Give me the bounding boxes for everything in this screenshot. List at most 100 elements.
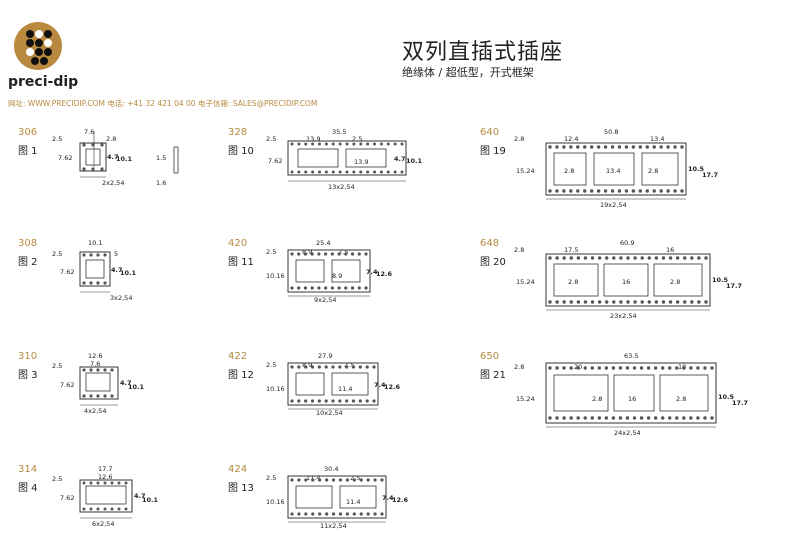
dim-mid: 12.6 bbox=[98, 473, 112, 481]
pin-hole bbox=[683, 300, 687, 304]
pin-hole bbox=[337, 252, 341, 256]
pin-hole bbox=[675, 300, 680, 304]
pin-hole bbox=[597, 416, 602, 420]
product-code: 640 bbox=[480, 127, 500, 138]
dim-h1: 7.4 bbox=[366, 268, 378, 276]
pin-hole bbox=[304, 399, 308, 403]
dim-row: 7.62 bbox=[60, 494, 74, 502]
pin-hole bbox=[612, 256, 616, 260]
pin-hole bbox=[311, 142, 315, 146]
pin-hole bbox=[303, 252, 308, 256]
pin-hole bbox=[548, 300, 552, 304]
dim-left: 2.5 bbox=[52, 475, 62, 483]
pin-hole bbox=[297, 252, 301, 256]
pin-hole bbox=[310, 286, 314, 290]
dim-h2: 12.6 bbox=[384, 383, 401, 391]
pin-hole bbox=[365, 399, 369, 403]
pin-hole bbox=[331, 512, 336, 516]
pin-hole bbox=[703, 416, 707, 420]
pin-hole bbox=[661, 300, 666, 304]
dim-b: 18 bbox=[678, 363, 686, 371]
dim-top: 7.6 bbox=[84, 128, 94, 136]
pin-hole bbox=[619, 300, 623, 304]
pin-hole bbox=[639, 416, 644, 420]
pin-hole bbox=[357, 286, 361, 290]
pin-hole bbox=[548, 256, 552, 260]
pin-hole bbox=[624, 189, 629, 193]
pin-hole bbox=[562, 300, 566, 304]
pin-hole bbox=[324, 399, 328, 403]
pin-hole bbox=[661, 256, 666, 260]
dim-pitch: 23x2,54 bbox=[610, 312, 637, 320]
dim-top: 12.6 bbox=[88, 352, 102, 360]
pin-hole bbox=[710, 416, 714, 420]
pin-hole bbox=[638, 189, 643, 193]
pin-hole bbox=[666, 145, 670, 149]
pin-hole bbox=[703, 366, 707, 370]
dim-h1: 4.7 bbox=[111, 266, 123, 274]
drawing-424: 30.4 2.5 11.4 2.5 10.16 11.4 7.4 12.6 11… bbox=[266, 465, 409, 530]
dim-mid: 8.9 bbox=[302, 248, 312, 256]
pin-hole bbox=[675, 416, 679, 420]
socket-648: 648 图 20 60.9 2.8 17.5 16 15.24 2.8 16 2… bbox=[480, 238, 780, 323]
pin-hole bbox=[569, 189, 573, 193]
pin-hole bbox=[690, 300, 694, 304]
dim-left: 2.5 bbox=[266, 135, 276, 143]
dim-h2: 17.7 bbox=[726, 282, 742, 290]
dim-top: 60.9 bbox=[620, 239, 634, 247]
pin-hole bbox=[673, 145, 677, 149]
dim-pitch: 6x2,54 bbox=[92, 520, 114, 528]
dim-pitch: 10x2,54 bbox=[316, 409, 343, 417]
pin-hole bbox=[393, 142, 397, 146]
pin-hole bbox=[680, 145, 684, 149]
figure-label: 图 13 bbox=[228, 483, 254, 494]
pin-hole bbox=[366, 478, 370, 482]
dim-h1: 4.7 bbox=[120, 379, 132, 387]
pin-hole bbox=[330, 252, 334, 256]
figure-label: 图 19 bbox=[480, 146, 506, 157]
pin-hole bbox=[696, 416, 700, 420]
socket-422: 422 图 12 27.9 2.5 8.9 2.5 10.16 11.4 7.4… bbox=[228, 351, 428, 421]
drawing-420: 25.4 2.5 8.9 2.5 10.16 8.9 7.4 12.6 9x2,… bbox=[266, 239, 393, 304]
dim-pitch: 11x2,54 bbox=[320, 522, 347, 530]
pin-hole bbox=[555, 366, 559, 370]
dim-h2: 10.1 bbox=[406, 157, 423, 165]
pin-hole bbox=[704, 256, 708, 260]
product-code: 328 bbox=[228, 127, 248, 138]
figure-label: 图 2 bbox=[18, 257, 38, 268]
pin-hole bbox=[372, 365, 376, 369]
socket-328: 328 图 10 35.5 2.5 13.9 2.5 7.62 13.9 4.7… bbox=[228, 127, 428, 197]
pin-hole bbox=[619, 256, 623, 260]
pin-hole bbox=[589, 145, 594, 149]
pin-hole bbox=[548, 366, 552, 370]
pin-hole bbox=[640, 300, 644, 304]
pin-hole bbox=[583, 416, 587, 420]
pin-hole bbox=[646, 366, 651, 370]
pin-hole bbox=[359, 142, 363, 146]
pin-hole bbox=[344, 252, 348, 256]
pin-hole bbox=[617, 145, 622, 149]
pin-hole bbox=[400, 170, 404, 174]
dim-row: 10.16 bbox=[266, 498, 285, 506]
dim-h1: 4.7 bbox=[107, 153, 119, 161]
pin-hole bbox=[682, 366, 686, 370]
pin-hole bbox=[596, 145, 601, 149]
pin-hole bbox=[548, 145, 552, 149]
dim-left: 2.5 bbox=[52, 362, 62, 370]
dim-w3: 2.8 bbox=[676, 395, 686, 403]
pin-hole bbox=[618, 416, 623, 420]
socket-310: 310 图 3 12.6 7.6 2.5 7.62 4.7 10.1 4x2,5… bbox=[18, 351, 198, 421]
pin-hole bbox=[311, 478, 315, 482]
pin-hole bbox=[548, 416, 552, 420]
dim-top: 17.7 bbox=[98, 465, 112, 473]
pin-hole bbox=[318, 478, 322, 482]
dim-left: 2.5 bbox=[266, 248, 276, 256]
dim-pitch: 3x2,54 bbox=[110, 294, 132, 302]
pin-hole bbox=[640, 256, 644, 260]
dim-side-l: 1.6 bbox=[156, 179, 166, 187]
pin-hole bbox=[597, 256, 602, 260]
pin-hole bbox=[324, 286, 328, 290]
pin-hole bbox=[618, 366, 623, 370]
pin-hole bbox=[626, 256, 630, 260]
pin-hole bbox=[290, 170, 294, 174]
